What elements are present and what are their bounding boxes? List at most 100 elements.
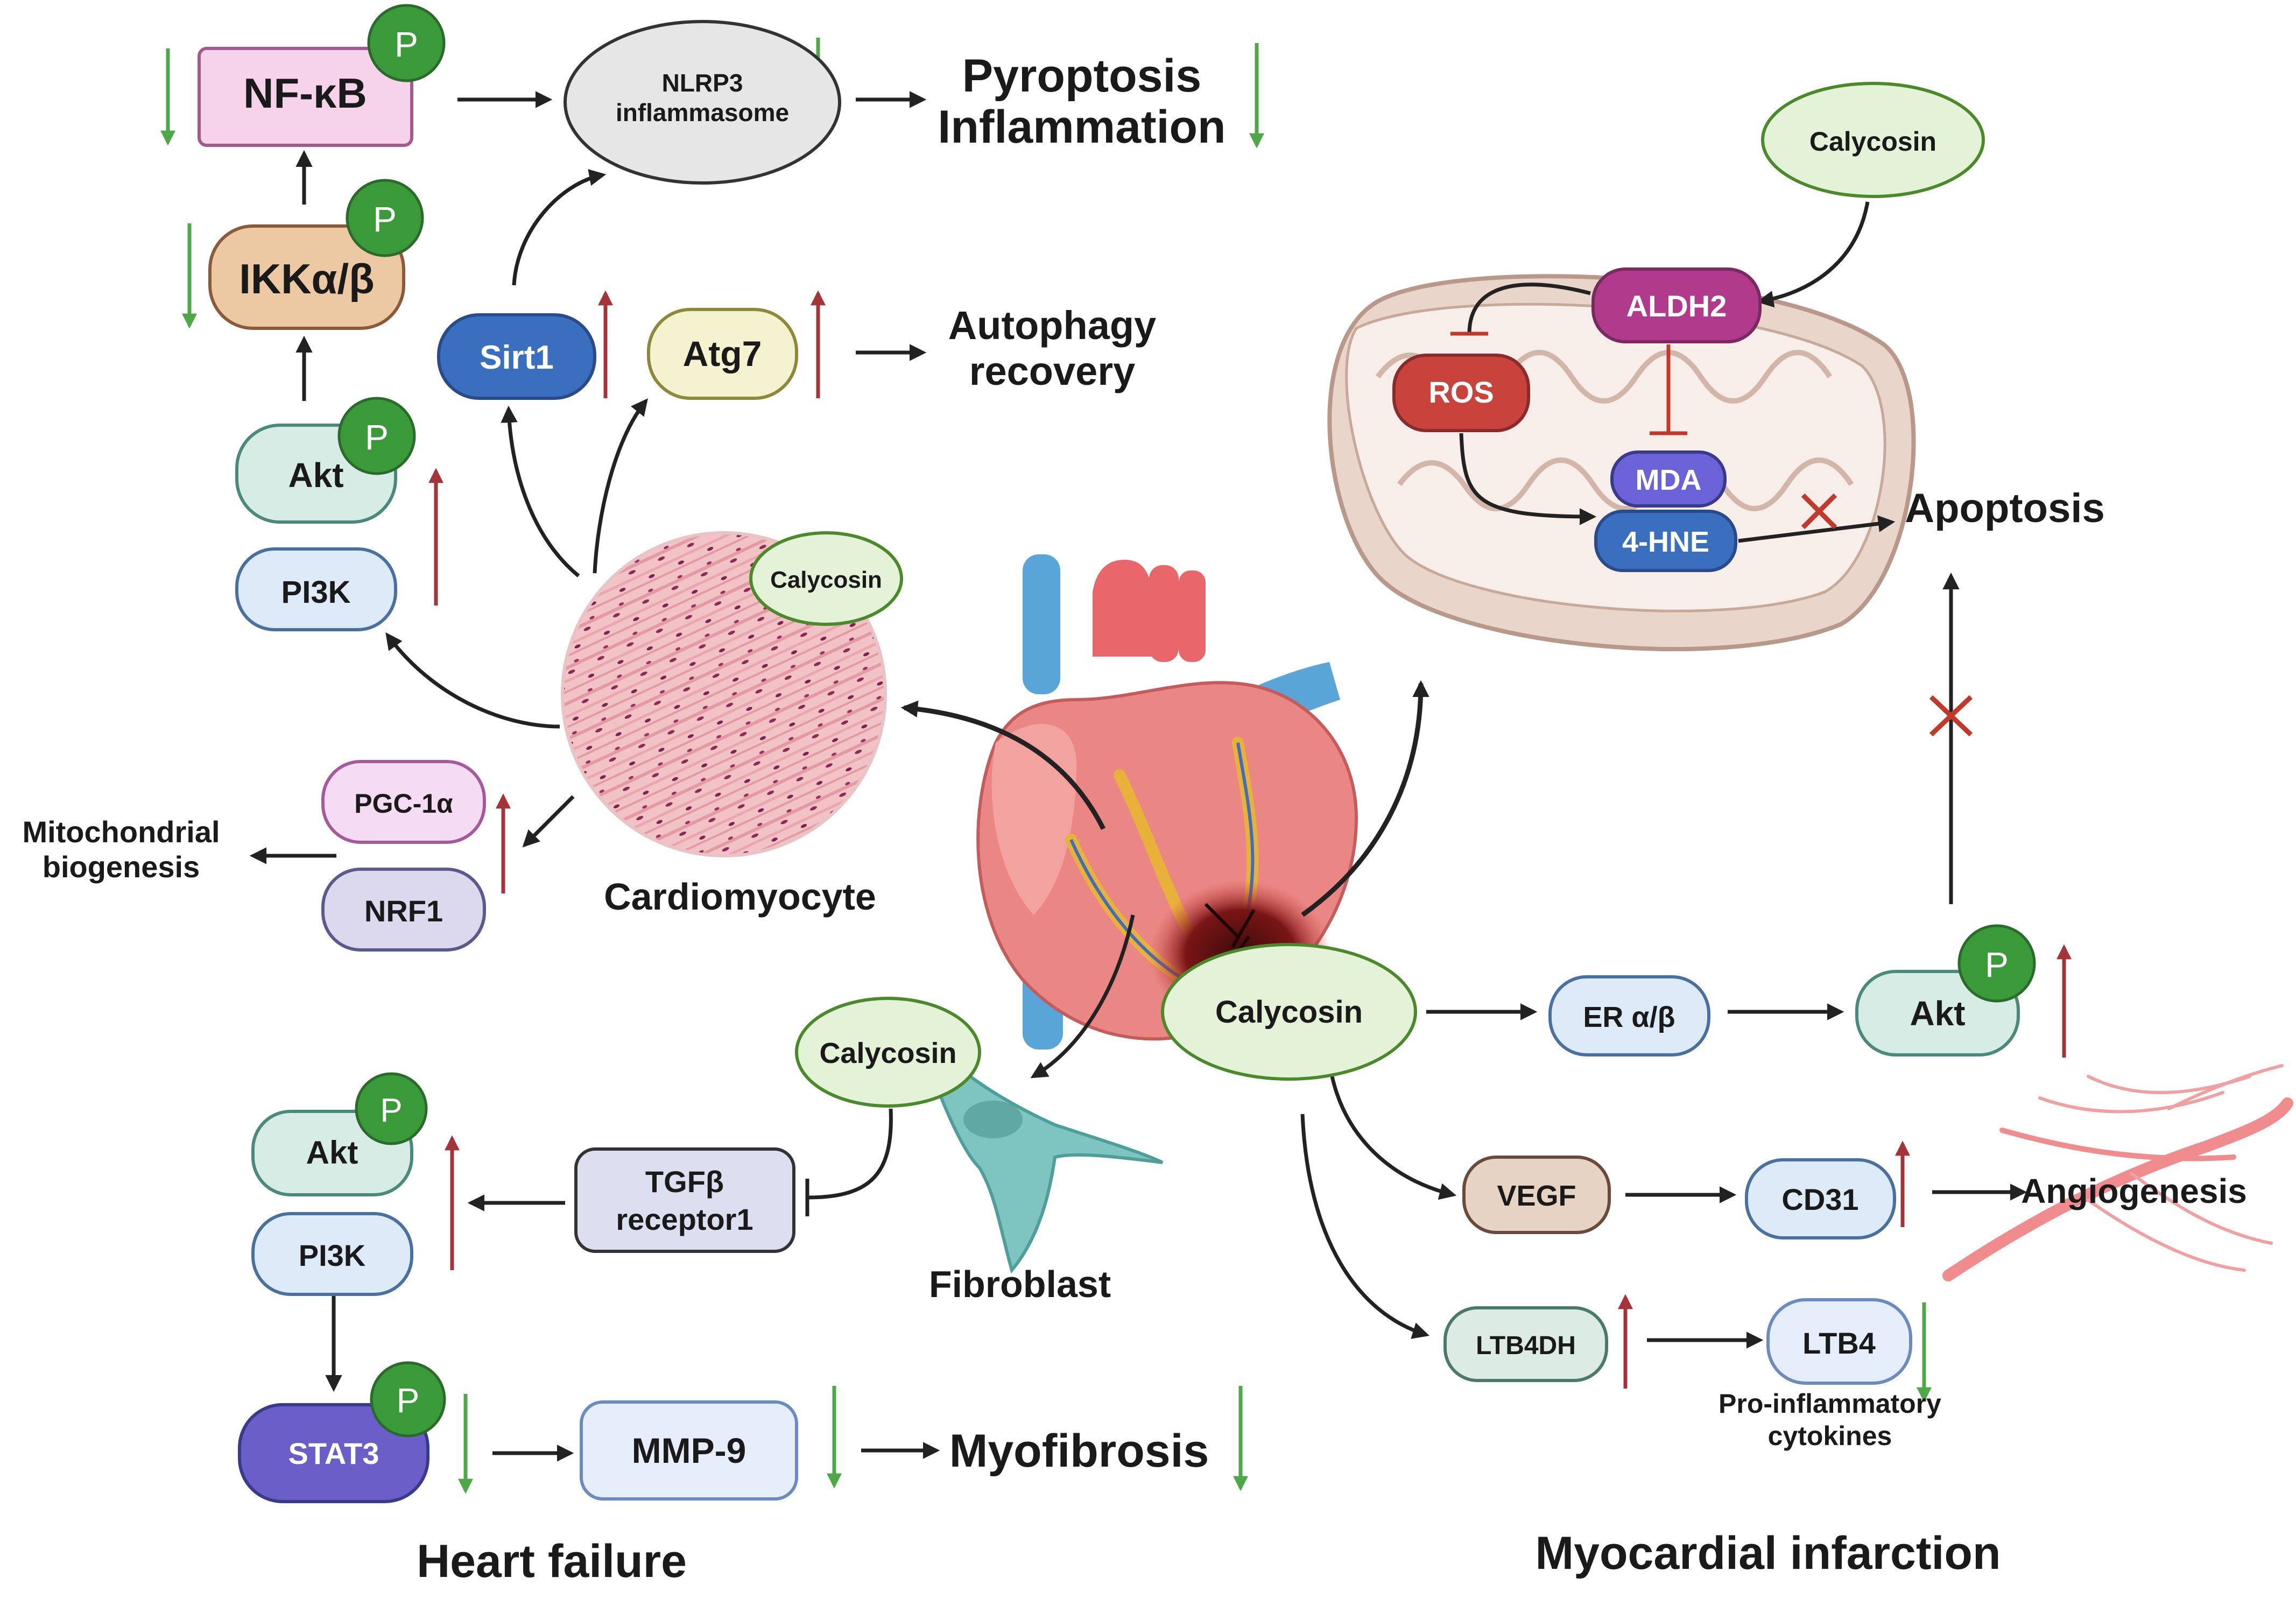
arrow-heart-fibroblast[interactable] <box>1030 914 1135 1079</box>
phospho-badge: P <box>337 397 416 475</box>
phospho-badge: P <box>1957 924 2036 1003</box>
outcome-pyroptosis: Pyroptosis <box>962 50 1201 102</box>
arrow-sirt1-nlrp3 <box>512 169 607 286</box>
phospho-badge: P <box>370 1361 446 1438</box>
svg-text:NLRP3: NLRP3 <box>662 69 743 97</box>
svg-text:P: P <box>365 417 389 457</box>
svg-text:Calycosin: Calycosin <box>770 567 882 593</box>
svg-text:receptor1: receptor1 <box>616 1202 753 1236</box>
aldh2-node[interactable]: ALDH2 <box>1591 267 1762 343</box>
ikk-node[interactable]: IKKα/β <box>208 224 405 330</box>
fibroblast-cell-icon <box>913 1022 1164 1274</box>
svg-text:P: P <box>395 24 418 64</box>
svg-text:P: P <box>373 199 397 239</box>
svg-text:Atg7: Atg7 <box>683 334 762 374</box>
4hne-node[interactable]: 4-HNE <box>1594 510 1737 572</box>
outcome-mito-biogenesis-1: Mitochondrial <box>22 815 220 849</box>
svg-text:ER α/β: ER α/β <box>1583 1001 1675 1033</box>
calycosin-node-cardiomyocyte[interactable]: Calycosin <box>749 531 903 626</box>
cd31-node[interactable]: CD31 <box>1745 1158 1896 1239</box>
atg7-node[interactable]: Atg7 <box>647 308 798 400</box>
ltb4-node[interactable]: LTB4 <box>1766 1298 1912 1385</box>
svg-text:MDA: MDA <box>1636 464 1702 496</box>
arrow-heart-mito[interactable] <box>1301 680 1429 917</box>
sirt1-node[interactable]: Sirt1 <box>437 313 596 400</box>
outcome-autophagy: Autophagy <box>948 303 1156 348</box>
cardiomyocyte-label: Cardiomyocyte <box>604 876 876 918</box>
ros-node[interactable]: ROS <box>1392 354 1530 432</box>
calycosin-node-fibroblast[interactable]: Calycosin <box>795 997 981 1108</box>
outcome-proinflammatory-1: Pro-inflammatory <box>1719 1389 1941 1419</box>
svg-text:4-HNE: 4-HNE <box>1622 526 1709 558</box>
inhibit-x-icon <box>1929 695 1973 737</box>
svg-text:VEGF: VEGF <box>1497 1180 1576 1212</box>
arrow-calycosin-aldh2 <box>1756 201 1870 308</box>
arrow-cardio-sirt1 <box>501 405 580 577</box>
mmp9-node[interactable]: MMP-9 <box>580 1400 798 1501</box>
svg-text:P: P <box>380 1092 402 1129</box>
phospho-badge: P <box>367 4 446 82</box>
pi3k-node-heart-failure[interactable]: PI3K <box>251 1212 413 1296</box>
mda-node[interactable]: MDA <box>1610 450 1727 508</box>
arrow-ros-4hne <box>1459 433 1597 525</box>
svg-text:PI3K: PI3K <box>281 575 351 610</box>
svg-text:MMP-9: MMP-9 <box>632 1431 746 1470</box>
svg-text:TGFβ: TGFβ <box>645 1165 724 1199</box>
svg-text:IKKα/β: IKKα/β <box>239 255 375 302</box>
arrow-calycosin-tgfb-inhibit <box>807 1108 893 1200</box>
outcome-recovery: recovery <box>969 349 1136 393</box>
nrf1-node[interactable]: NRF1 <box>321 868 486 952</box>
fibroblast-label: Fibroblast <box>929 1263 1111 1305</box>
arrow-cardio-pgc1a <box>522 795 575 848</box>
nlrp3-inflammasome-node[interactable]: NLRP3 inflammasome <box>564 20 841 185</box>
phospho-badge: P <box>346 179 424 257</box>
svg-text:P: P <box>1985 945 2009 984</box>
svg-text:LTB4DH: LTB4DH <box>1476 1332 1576 1360</box>
outcome-inflammation: Inflammation <box>938 101 1226 153</box>
pgc1a-node[interactable]: PGC-1α <box>321 760 486 844</box>
phospho-badge: P <box>355 1072 428 1145</box>
arrow-calycosin-ltb4dh <box>1300 1114 1430 1339</box>
tgfb-receptor1-node[interactable]: TGFβ receptor1 <box>574 1147 795 1253</box>
arrow-cardio-pi3k <box>385 632 560 729</box>
outcome-mito-biogenesis-2: biogenesis <box>43 850 200 884</box>
calycosin-node-mito[interactable]: Calycosin <box>1761 82 1985 198</box>
svg-text:LTB4: LTB4 <box>1802 1326 1876 1360</box>
svg-text:Calycosin: Calycosin <box>819 1037 956 1069</box>
svg-text:Akt: Akt <box>306 1135 358 1171</box>
pi3k-node-top[interactable]: PI3K <box>235 547 397 631</box>
nfkb-node[interactable]: NF-κB <box>198 47 413 147</box>
svg-text:Calycosin: Calycosin <box>1215 995 1363 1030</box>
arrow-4hne-apoptosis <box>1738 515 1896 543</box>
ltb4dh-node[interactable]: LTB4DH <box>1443 1306 1608 1382</box>
svg-text:NRF1: NRF1 <box>364 894 443 928</box>
svg-text:Calycosin: Calycosin <box>1809 126 1936 157</box>
er-node[interactable]: ER α/β <box>1548 975 1710 1056</box>
inhibit-x-icon <box>1801 493 1837 530</box>
svg-text:PI3K: PI3K <box>299 1238 366 1272</box>
blood-vessel-icon <box>1942 1064 2293 1281</box>
svg-text:Akt: Akt <box>288 456 343 495</box>
arrow-aldh2-ros-inhibit <box>1467 283 1591 334</box>
outcome-myofibrosis: Myofibrosis <box>949 1425 1209 1477</box>
svg-text:ROS: ROS <box>1428 375 1494 409</box>
vegf-node[interactable]: VEGF <box>1462 1156 1611 1234</box>
svg-text:CD31: CD31 <box>1781 1182 1858 1216</box>
arrow-heart-cardio[interactable] <box>900 700 1106 830</box>
svg-text:STAT3: STAT3 <box>288 1436 379 1470</box>
outcome-apoptosis: Apoptosis <box>1905 485 2105 531</box>
svg-text:Akt: Akt <box>1910 994 1965 1033</box>
calycosin-node-mi[interactable]: Calycosin <box>1161 943 1417 1081</box>
section-heart-failure: Heart failure <box>417 1535 687 1587</box>
svg-text:PGC-1α: PGC-1α <box>354 788 453 819</box>
svg-text:inflammasome: inflammasome <box>616 98 789 126</box>
section-myocardial-infarction: Myocardial infarction <box>1536 1527 2001 1579</box>
svg-text:P: P <box>397 1381 420 1420</box>
arrow-cardio-atg7 <box>593 398 648 574</box>
outcome-angiogenesis: Angiogenesis <box>2021 1172 2247 1210</box>
stat3-node[interactable]: STAT3 <box>238 1403 429 1503</box>
svg-text:ALDH2: ALDH2 <box>1626 289 1727 323</box>
arrow-calycosin-vegf <box>1330 1076 1457 1200</box>
outcome-proinflammatory-2: cytokines <box>1768 1421 1892 1451</box>
